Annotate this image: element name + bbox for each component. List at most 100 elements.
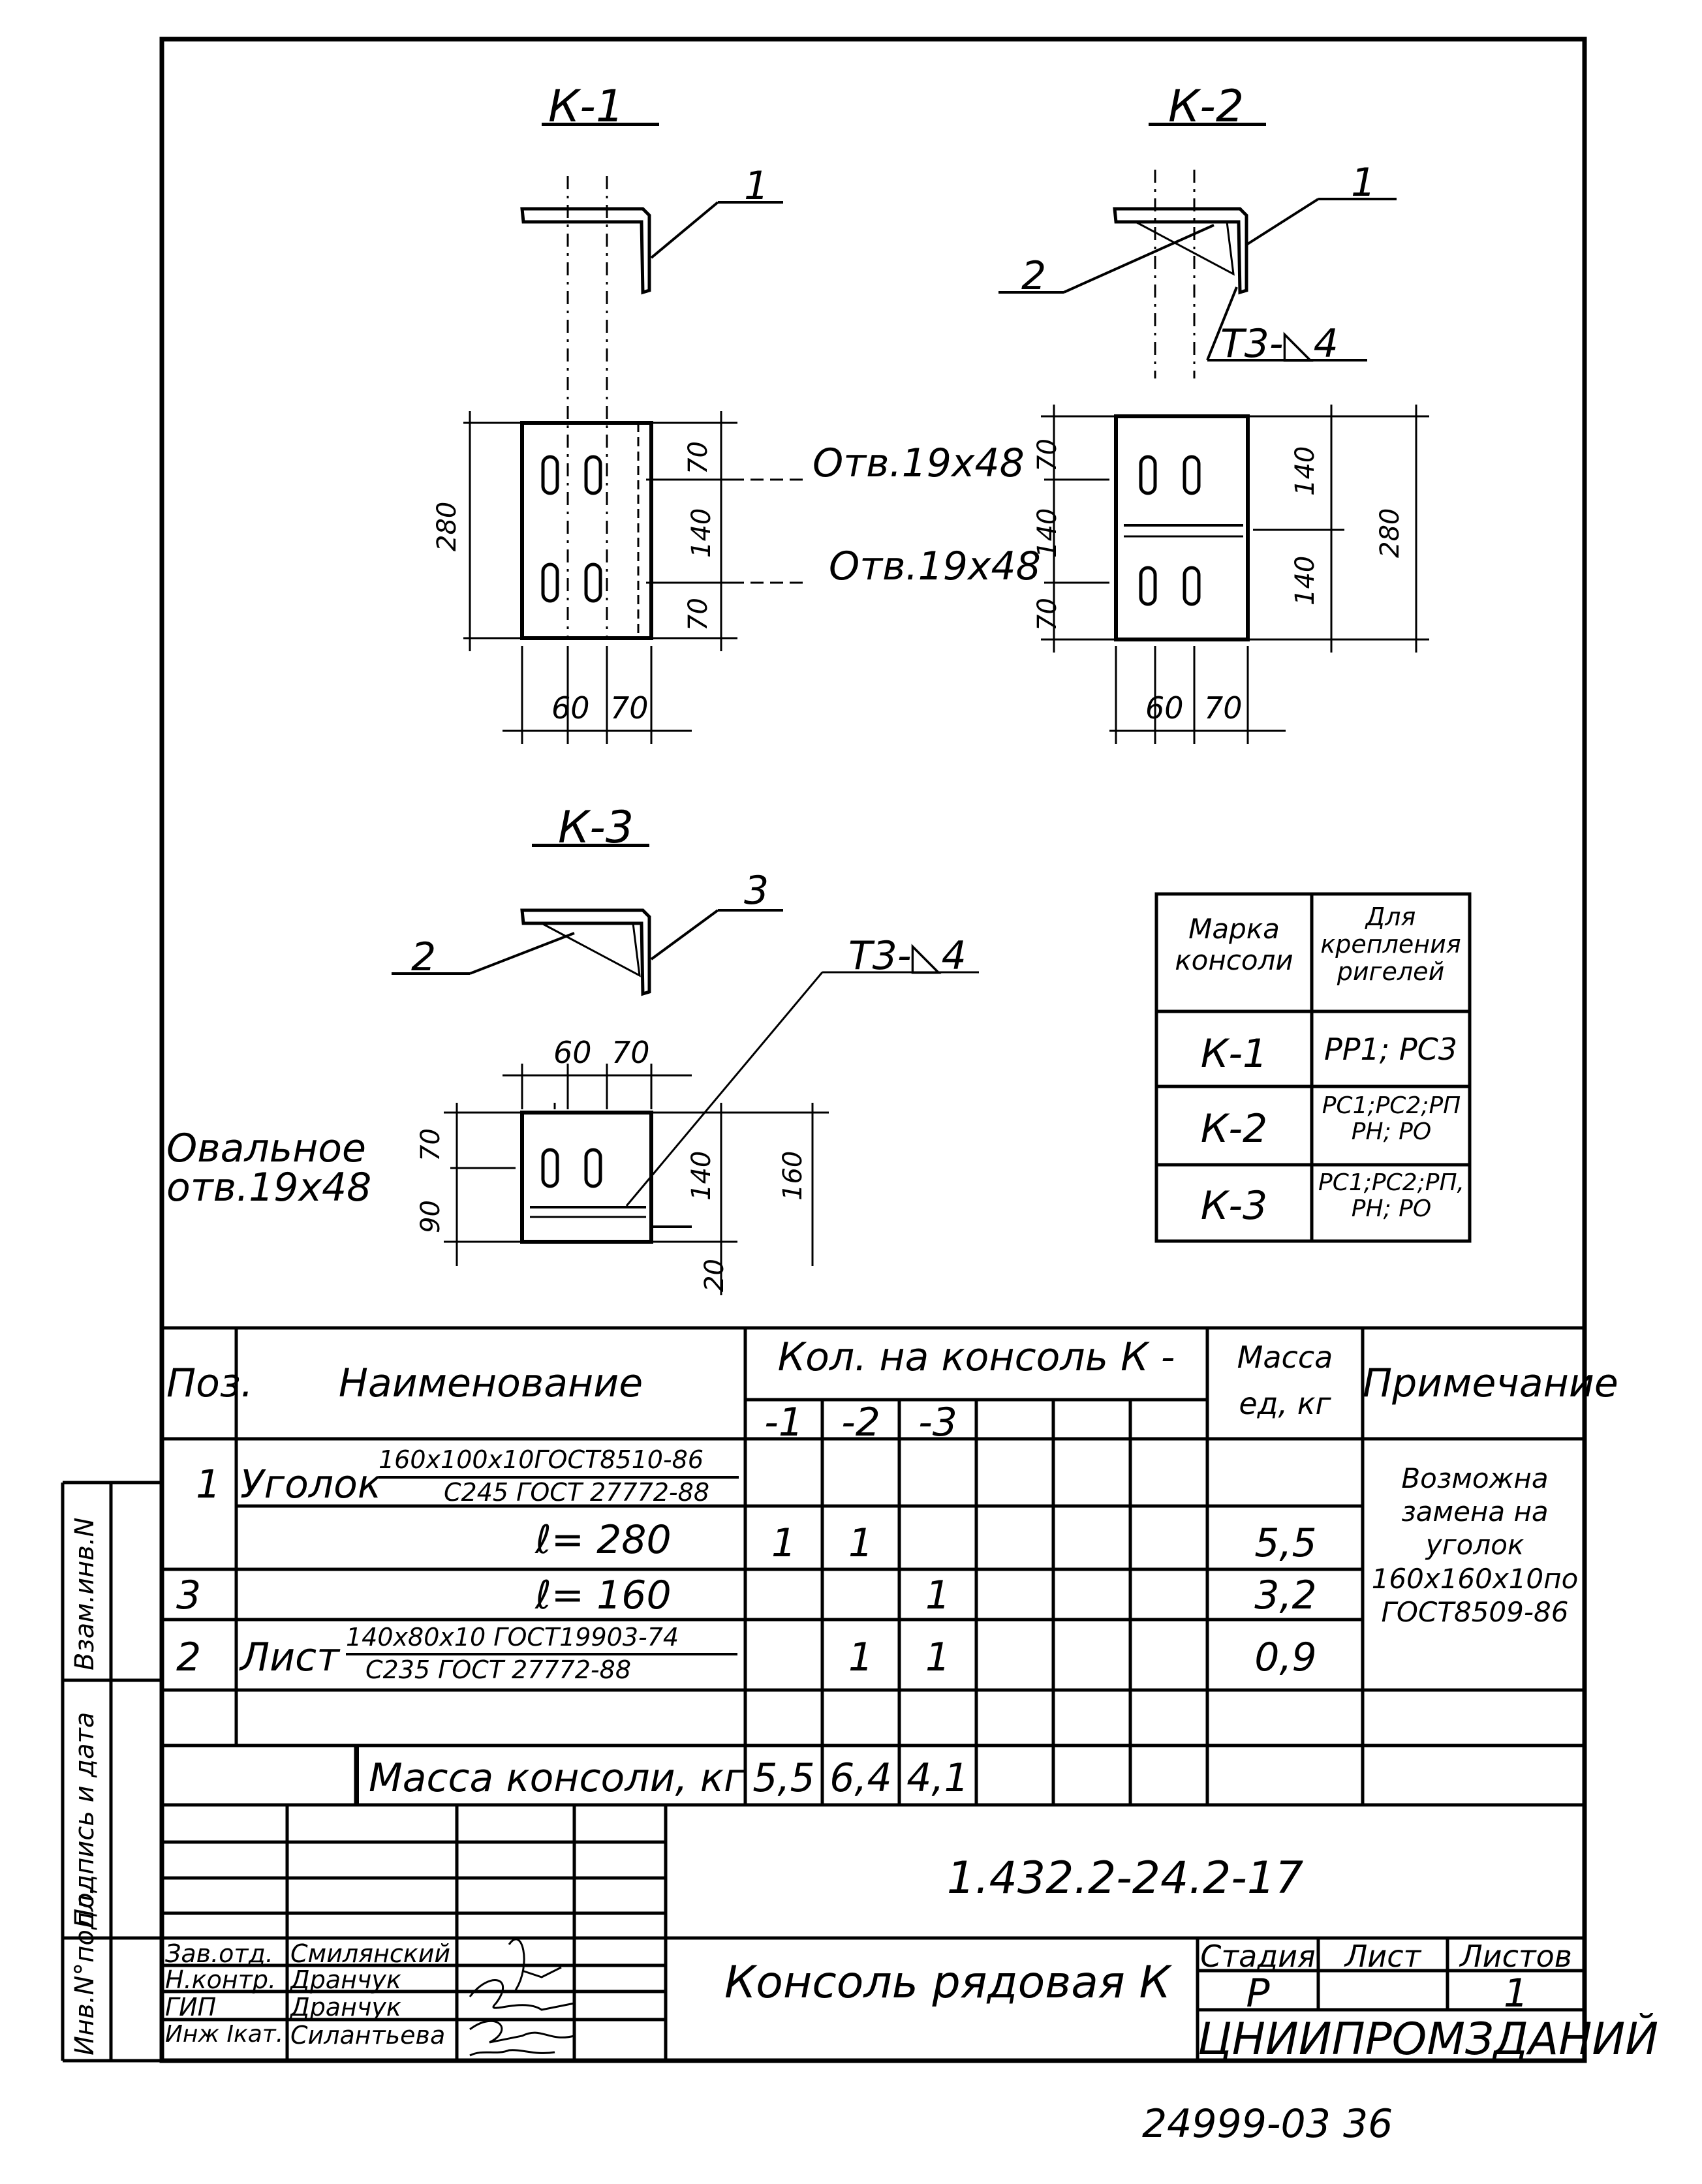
dim-k3-height: 160 (778, 1150, 808, 1201)
dim-k3-left-bottom: 90 (416, 1200, 446, 1233)
spec-row4-frac-top: 140х80х10 ГОСТ19903-74 (346, 1623, 679, 1652)
sheet-label: Лист (1344, 1939, 1421, 1974)
spec-row3-mass: 3,2 (1254, 1573, 1317, 1618)
spec-col-qty: Кол. на консоль К - (777, 1334, 1175, 1380)
dim-k1-height: 280 (432, 501, 462, 551)
spec-col-mass: Масса ед, кг (1237, 1340, 1333, 1422)
dim-k3-right: 140 (687, 1150, 717, 1201)
view-title-k1-underline (542, 123, 659, 126)
dim-k2-height: 280 (1375, 508, 1405, 558)
spec-row1-frac-bottom: С245 ГОСТ 27772-88 (444, 1478, 709, 1507)
spec-row4-mass: 0,9 (1254, 1635, 1317, 1680)
dim-k1-w1: 60 (551, 690, 590, 726)
role-4: Инж Iкат. (165, 2021, 284, 2048)
spec-row1-frac-bar (379, 1476, 739, 1479)
title-block-grid (162, 1805, 1585, 2061)
callout-hole-lower: Отв.19х48 (829, 544, 1041, 589)
callout-k3-pos3: 3 (744, 868, 769, 914)
sheets-label: Листов (1460, 1939, 1572, 1974)
name-4: Силантьева (290, 2021, 446, 2050)
role-1: Зав.отд. (165, 1939, 273, 1968)
spec-row1-frac-top: 160х100х10ГОСТ8510-86 (379, 1445, 704, 1474)
k1-plate (463, 411, 803, 744)
side-stamp (61, 1481, 162, 2063)
k2-angle-profile (998, 170, 1397, 378)
k3-angle-profile (392, 908, 979, 1207)
callout-k3-pos2: 2 (411, 934, 437, 980)
dim-k2-w2: 70 (1204, 690, 1243, 726)
spec-col-name: Наименование (338, 1361, 643, 1406)
spec-row4-frac-bar (346, 1653, 737, 1655)
spec-row2-name: ℓ= 280 (535, 1517, 672, 1563)
spec-row3-pos: 3 (176, 1573, 202, 1618)
callout-oval-hole-1: Овальное (166, 1126, 366, 1171)
callout-k2-pos1: 1 (1351, 160, 1376, 206)
drawing-title: Консоль рядовая К (724, 1957, 1171, 2008)
spec-note: Возможна замена на уголок 160х160х10по Г… (1371, 1462, 1579, 1628)
callout-k2-pos2: 2 (1021, 253, 1047, 299)
dim-k2-w1: 60 (1145, 690, 1184, 726)
spec-row2-mass: 5,5 (1254, 1520, 1317, 1566)
name-2: Дранчук (290, 1965, 401, 1994)
mark-table-row1-use: РР1; РС3 (1324, 1032, 1457, 1067)
dim-k2-left-bottom: 70 (1032, 598, 1062, 631)
spec-row3-q3: 1 (925, 1573, 951, 1618)
mark-table-row2-use: РС1;РС2;РП РН; РО (1322, 1092, 1461, 1145)
name-3: Дранчук (290, 1993, 401, 2022)
name-1: Смилянский (290, 1939, 451, 1968)
spec-table-grid (162, 1326, 1585, 1807)
spec-row4-frac-bottom: С235 ГОСТ 27772-88 (365, 1655, 631, 1684)
spec-total-label: Масса консоли, кг (369, 1755, 745, 1801)
mark-table-header-use: Для крепления ригелей (1320, 902, 1461, 986)
role-2: Н.контр. (165, 1965, 277, 1994)
side-stamp-replaced-inv: Взам.инв.N (70, 1517, 100, 1670)
callout-k1-pos1: 1 (744, 163, 769, 209)
mark-table-row3-mark: К-3 (1200, 1183, 1268, 1229)
spec-row4-q2: 1 (848, 1635, 874, 1680)
dim-k1-w2: 70 (610, 690, 649, 726)
view-title-k2-underline (1149, 123, 1266, 126)
stage-value: Р (1246, 1971, 1270, 2016)
spec-row1-pos: 1 (196, 1462, 221, 1507)
total-label-box (356, 1746, 745, 1805)
spec-col-qty-3: -3 (918, 1400, 957, 1445)
dim-k2-right-bottom: 140 (1290, 555, 1320, 606)
signature-marks (469, 1938, 575, 2057)
spec-total-2: 6,4 (829, 1755, 892, 1801)
view-title-k3: К-3 (558, 802, 634, 854)
callout-k2-weld: Т3-◺4 (1220, 321, 1338, 367)
k1-angle-profile (520, 176, 783, 639)
dim-k3-left-top: 70 (416, 1128, 446, 1161)
side-stamp-original-inv: Инв.N°подл. (70, 1886, 100, 2055)
dim-k3-bottom: 20 (700, 1259, 730, 1292)
callout-oval-hole-2: отв.19х48 (166, 1165, 372, 1210)
view-title-k3-underline (532, 844, 649, 847)
footer-archive-number: 24999-03 36 (1142, 2101, 1393, 2147)
sheet-frame (159, 37, 1587, 2063)
spec-col-qty-1: -1 (764, 1400, 803, 1445)
spec-row1-name: Уголок (240, 1462, 382, 1507)
dim-k2-left-mid: 140 (1032, 508, 1062, 558)
dim-k3-w1: 60 (553, 1035, 592, 1070)
k2-plate (1041, 405, 1429, 744)
spec-row4-q3: 1 (925, 1635, 951, 1680)
stage-label: Стадия (1200, 1939, 1316, 1974)
spec-total-3: 4,1 (906, 1755, 969, 1801)
mark-table-row2-mark: К-2 (1200, 1106, 1268, 1152)
callout-k3-weld: Т3-◺4 (848, 933, 967, 979)
dim-k2-left-top: 70 (1032, 438, 1062, 472)
role-3: ГИП (165, 1993, 217, 2022)
mark-table-grid (1154, 892, 1472, 1243)
spec-col-qty-2: -2 (841, 1400, 880, 1445)
spec-row2-q2: 1 (848, 1520, 874, 1566)
dim-k2-right-top: 140 (1290, 446, 1320, 496)
spec-total-1: 5,5 (752, 1755, 815, 1801)
drawing-code: 1.432.2-24.2-17 (946, 1853, 1304, 1904)
dim-k3-w2: 70 (611, 1035, 650, 1070)
spec-row4-pos: 2 (176, 1635, 202, 1680)
spec-row2-q1: 1 (771, 1520, 797, 1566)
spec-col-pos: Поз. (166, 1361, 253, 1406)
view-title-k1: К-1 (548, 81, 625, 132)
spec-row4-name: Лист (240, 1635, 340, 1680)
